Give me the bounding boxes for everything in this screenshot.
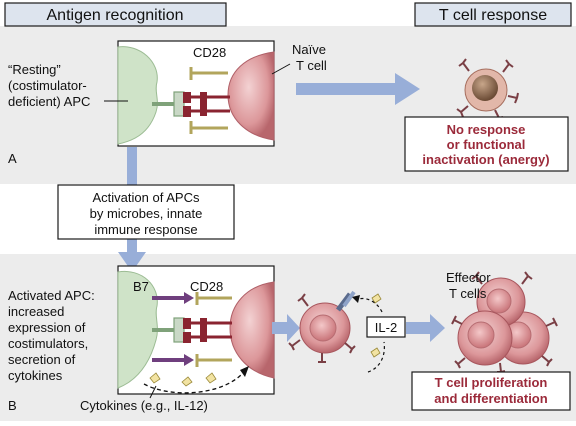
panel-b-cytokines bbox=[149, 372, 217, 387]
activated-apc-label-line-4: costimulators, bbox=[8, 336, 88, 351]
activated-apc-cell bbox=[117, 270, 158, 389]
cytokine-arrowhead bbox=[240, 366, 249, 377]
panel-a-outcome-line-3: inactivation (anergy) bbox=[422, 152, 549, 167]
t-cell-response-header bbox=[414, 2, 572, 27]
effector-t-cells bbox=[451, 271, 558, 373]
panel-a-letter: A bbox=[8, 151, 17, 166]
panel-b-outcome-line-1: T cell proliferation bbox=[435, 375, 548, 390]
activation-line-1: Activation of APCs bbox=[93, 190, 200, 205]
panel-b-arrow-1 bbox=[272, 314, 300, 342]
b7-label: B7 bbox=[133, 279, 149, 294]
naive-t-cell bbox=[227, 51, 275, 141]
il2-cytokines bbox=[370, 293, 382, 358]
cytokines-label: Cytokines (e.g., IL-12) bbox=[80, 398, 208, 413]
cytokines-pointer bbox=[149, 385, 157, 399]
activation-line-3: immune response bbox=[94, 222, 197, 237]
panel-b-tcr-mhc-complex bbox=[152, 317, 232, 343]
anergic-t-cell bbox=[456, 58, 519, 121]
il2-arrowhead-up bbox=[352, 295, 360, 303]
il2-producing-t-cell bbox=[288, 290, 356, 363]
il2-receptor bbox=[336, 292, 352, 312]
activated-apc-label-line-3: expression of bbox=[8, 320, 86, 335]
activation-line-2: by microbes, innate bbox=[90, 206, 203, 221]
panel-b-cd28-label: CD28 bbox=[190, 279, 223, 294]
panel-b-cd28-receptors bbox=[195, 292, 232, 367]
panel-b-letter: B bbox=[8, 398, 17, 413]
resting-apc-cell bbox=[117, 46, 158, 145]
b7-costimulators bbox=[152, 292, 194, 366]
il2-box bbox=[366, 316, 406, 338]
activated-apc-label-line-1: Activated APC: bbox=[8, 288, 95, 303]
effector-label-line-1: Effector bbox=[446, 270, 491, 285]
activated-apc-label-line-5: secretion of bbox=[8, 352, 76, 367]
panel-a-outcome-line-1: No response bbox=[447, 122, 526, 137]
activation-box bbox=[57, 184, 235, 240]
panel-a-response-arrow bbox=[296, 73, 420, 105]
panel-b-arrow-2 bbox=[406, 314, 445, 342]
panel-a-tcr-mhc-complex bbox=[152, 91, 230, 117]
cytokine-secretion-arrow bbox=[143, 373, 243, 394]
panel-a-cd28-receptors bbox=[189, 67, 228, 134]
resting-apc-label-line-2: (costimulator- bbox=[8, 78, 87, 93]
resting-apc-label-line-1: “Resting” bbox=[8, 62, 61, 77]
panel-b-outcome-box bbox=[411, 371, 571, 411]
naive-t-cell-pointer bbox=[271, 63, 291, 75]
panel-b-t-cell bbox=[229, 281, 275, 379]
il2-label: IL-2 bbox=[375, 320, 397, 335]
panel-a-outcome-box bbox=[404, 116, 569, 172]
panel-b-outcome-line-2: and differentiation bbox=[434, 391, 547, 406]
antigen-recognition-title: Antigen recognition bbox=[47, 7, 184, 24]
resting-apc-label-line-3: deficient) APC bbox=[8, 94, 90, 109]
t-cell-response-title: T cell response bbox=[439, 7, 547, 24]
naive-label-line-1: Naïve bbox=[292, 42, 326, 57]
antigen-recognition-header bbox=[4, 2, 227, 27]
activated-apc-label-line-2: increased bbox=[8, 304, 64, 319]
panel-a-cd28-label: CD28 bbox=[193, 45, 226, 60]
il2-autocrine-arrow-down bbox=[367, 341, 385, 373]
panel-a-outcome-line-2: or functional bbox=[447, 137, 526, 152]
activated-apc-label-line-6: cytokines bbox=[8, 368, 63, 383]
effector-label-line-2: T cells bbox=[449, 286, 487, 301]
naive-label-line-2: T cell bbox=[296, 58, 327, 73]
